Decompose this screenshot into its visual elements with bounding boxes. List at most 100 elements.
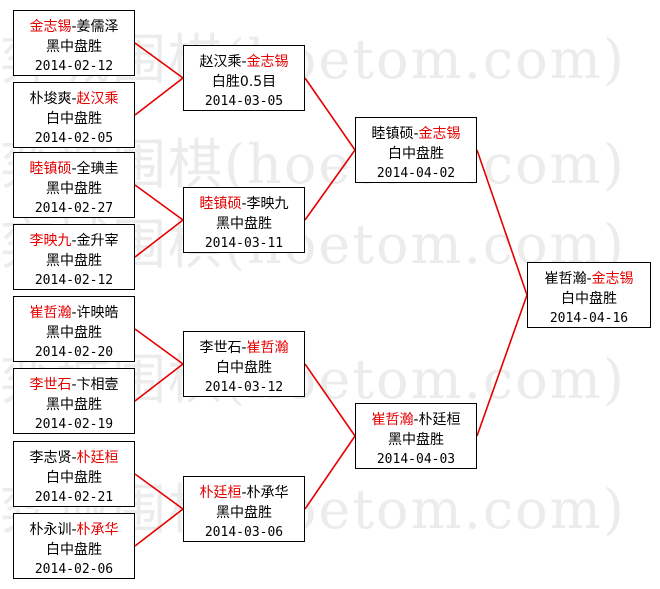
match-result: 白胜0.5目 [211,74,277,90]
match-date: 2014-02-20 [34,345,114,360]
player-name: 朴承华 [246,485,289,501]
match-box-r3-2: 崔哲瀚-朴廷桓 黑中盘胜 2014-04-03 [355,403,477,469]
connector-line [134,508,184,547]
match-box-r1-7: 李志贤-朴廷桓 白中盘胜 2014-02-21 [13,441,135,507]
connector-line [304,149,356,221]
match-result: 白中盘胜 [561,291,617,307]
player-name: 金志锡 [246,54,289,70]
player-name: 崔哲瀚 [29,305,72,321]
match-date: 2014-02-12 [34,273,114,288]
match-box-r2-2: 睦镇硕-李映九 黑中盘胜 2014-03-11 [183,187,305,253]
match-box-r1-2: 朴埈爽-赵汉乘 白中盘胜 2014-02-05 [13,82,135,148]
connector-line [134,77,184,116]
match-date: 2014-02-21 [34,490,114,505]
match-result: 白中盘胜 [46,470,102,486]
match-date: 2014-02-27 [34,201,114,216]
match-result: 黑中盘胜 [46,397,102,413]
match-box-r2-3: 李世石-崔哲瀚 白中盘胜 2014-03-12 [183,331,305,397]
match-date: 2014-02-05 [34,131,114,146]
match-box-r1-6: 李世石-卞相壹 黑中盘胜 2014-02-19 [13,368,135,434]
match-players: 李世石-崔哲瀚 [199,340,289,356]
match-result: 黑中盘胜 [46,325,102,341]
match-result: 黑中盘胜 [216,505,272,521]
match-date: 2014-02-19 [34,417,114,432]
match-result: 黑中盘胜 [46,181,102,197]
player-name: 朴埈爽 [29,91,72,107]
player-name: 睦镇硕 [371,126,414,142]
match-result: 黑中盘胜 [46,39,102,55]
match-date: 2014-03-05 [204,94,284,109]
player-name: 李映九 [246,196,289,212]
match-result: 白中盘胜 [46,542,102,558]
player-name: 崔哲瀚 [544,271,587,287]
match-players: 睦镇硕-李映九 [199,196,289,212]
match-result: 白中盘胜 [216,360,272,376]
match-players: 崔哲瀚-金志锡 [544,271,634,287]
connector-line [134,184,184,221]
player-name: 卞相壹 [76,377,119,393]
match-players: 朴埈爽-赵汉乘 [29,91,119,107]
player-name: 赵汉乘 [76,91,119,107]
player-name: 李世石 [29,377,72,393]
player-name: 姜儒泽 [76,19,119,35]
player-name: 朴永训 [29,522,72,538]
match-box-r1-8: 朴永训-朴承华 白中盘胜 2014-02-06 [13,513,135,579]
connector-line [134,219,184,258]
connector-line [476,294,528,437]
player-name: 李世石 [199,340,242,356]
match-result: 白中盘胜 [46,111,102,127]
player-name: 赵汉乘 [199,54,242,70]
player-name: 睦镇硕 [29,161,72,177]
match-players: 李映九-金升宰 [29,233,119,249]
match-players: 睦镇硕-金志锡 [371,126,461,142]
match-box-r2-4: 朴廷桓-朴承华 黑中盘胜 2014-03-06 [183,476,305,542]
match-box-r2-1: 赵汉乘-金志锡 白胜0.5目 2014-03-05 [183,45,305,111]
player-name: 朴承华 [76,522,119,538]
connector-line [304,363,356,437]
match-result: 黑中盘胜 [216,216,272,232]
match-players: 金志锡-姜儒泽 [29,19,119,35]
match-date: 2014-03-11 [204,236,284,251]
match-players: 睦镇硕-全琠圭 [29,161,119,177]
match-date: 2014-04-02 [376,166,456,181]
player-name: 崔哲瀚 [246,340,289,356]
match-box-final: 崔哲瀚-金志锡 白中盘胜 2014-04-16 [527,262,651,328]
player-name: 睦镇硕 [199,196,242,212]
player-name: 金升宰 [76,233,119,249]
connector-line [304,435,356,510]
match-date: 2014-04-03 [376,452,456,467]
match-players: 赵汉乘-金志锡 [199,54,289,70]
match-box-r1-1: 金志锡-姜儒泽 黑中盘胜 2014-02-12 [13,10,135,76]
connector-line [476,149,528,296]
match-date: 2014-03-06 [204,525,284,540]
match-date: 2014-02-12 [34,59,114,74]
match-date: 2014-02-06 [34,562,114,577]
match-players: 朴永训-朴承华 [29,522,119,538]
player-name: 朴廷桓 [199,485,242,501]
match-players: 李志贤-朴廷桓 [29,450,119,466]
match-box-r1-3: 睦镇硕-全琠圭 黑中盘胜 2014-02-27 [13,152,135,218]
match-result: 黑中盘胜 [388,432,444,448]
player-name: 金志锡 [29,19,72,35]
player-name: 李映九 [29,233,72,249]
match-date: 2014-03-12 [204,380,284,395]
match-players: 崔哲瀚-朴廷桓 [371,412,461,428]
connector-line [134,328,184,365]
player-name: 许映皓 [76,305,119,321]
player-name: 金志锡 [418,126,461,142]
player-name: 朴廷桓 [76,450,119,466]
connector-line [134,42,184,79]
player-name: 李志贤 [29,450,72,466]
player-name: 金志锡 [591,271,634,287]
player-name: 全琠圭 [76,161,119,177]
match-result: 黑中盘胜 [46,253,102,269]
player-name: 崔哲瀚 [371,412,414,428]
match-players: 崔哲瀚-许映皓 [29,305,119,321]
player-name: 朴廷桓 [418,412,461,428]
match-players: 朴廷桓-朴承华 [199,485,289,501]
match-box-r1-4: 李映九-金升宰 黑中盘胜 2014-02-12 [13,224,135,290]
match-date: 2014-04-16 [549,311,629,326]
connector-line [134,363,184,402]
connector-line [304,77,356,151]
